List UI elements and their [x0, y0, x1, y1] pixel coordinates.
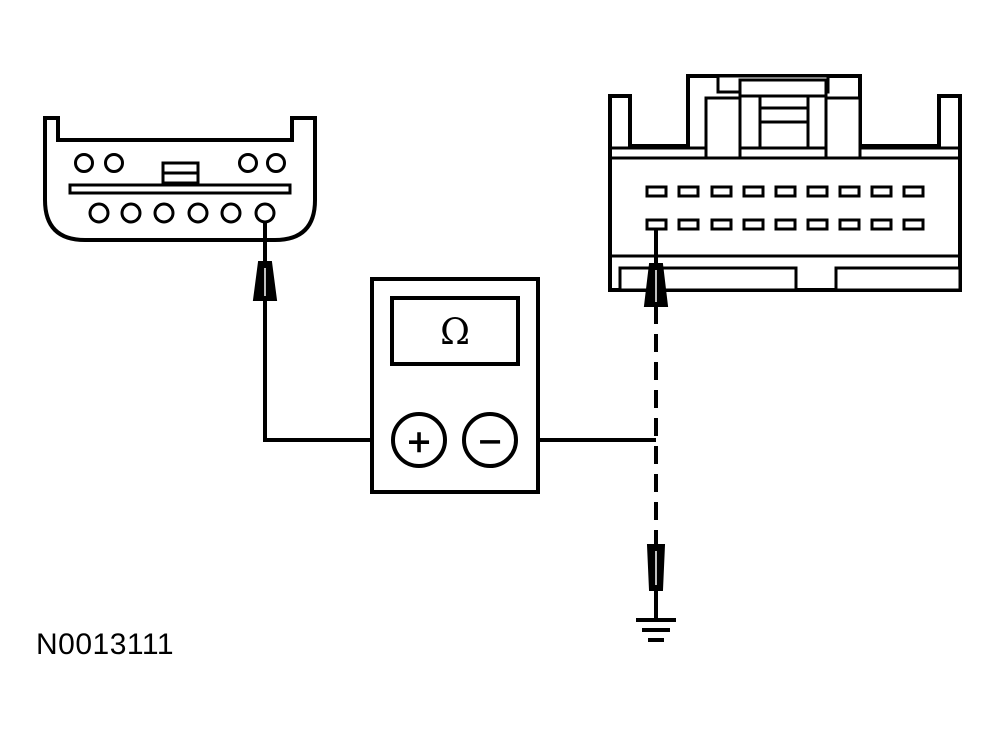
probe-tip-icon — [643, 263, 669, 307]
left-connector — [43, 116, 317, 242]
multimeter: Ω + − — [370, 277, 540, 494]
ohm-symbol: Ω — [440, 312, 470, 353]
figure-id: N0013111 — [36, 628, 175, 661]
ground-symbol-icon — [636, 618, 676, 642]
negative-terminal — [462, 412, 518, 468]
probe-tip-icon — [252, 261, 278, 301]
positive-label: + — [406, 422, 433, 460]
positive-terminal — [391, 412, 447, 468]
right-connector — [608, 74, 962, 292]
negative-label: − — [477, 422, 504, 460]
meter-display — [390, 296, 520, 366]
probe-tip-icon — [646, 544, 666, 591]
